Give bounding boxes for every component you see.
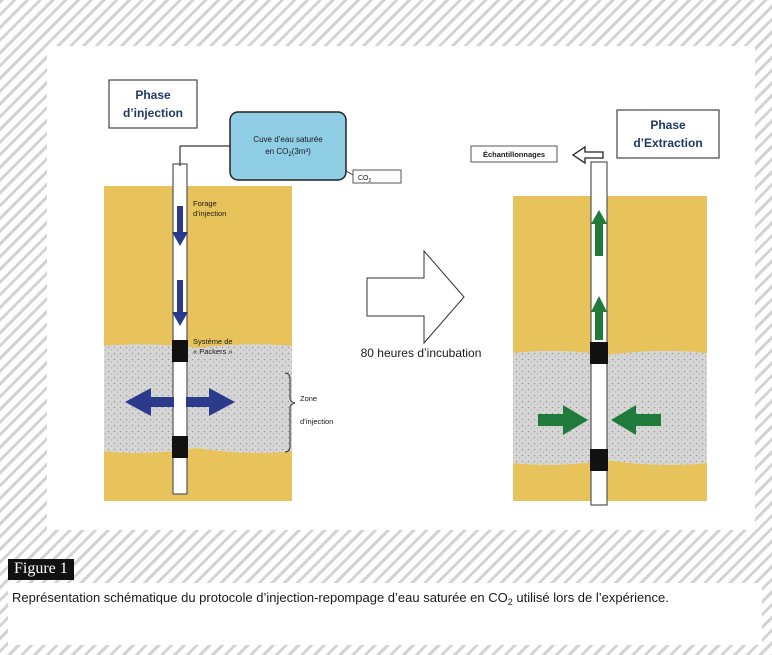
right-gravel-zone (513, 350, 707, 465)
left-title-box (108, 79, 198, 129)
figure-label: Figure 1 (8, 559, 74, 580)
right-sand-upper (513, 196, 707, 358)
right-packer-top (590, 342, 608, 364)
down-arrow-1 (172, 206, 188, 246)
left-well: Cuve d’eau saturée en CO2(3m³) CO2 Phase… (104, 79, 402, 501)
up-arrow-2 (591, 296, 607, 340)
right-sand-lower (513, 460, 707, 501)
down-arrow-2 (172, 280, 188, 326)
arrow-out-left (125, 388, 174, 416)
figure-caption: Représentation schématique du protocole … (12, 589, 752, 611)
co2-tag-box (352, 169, 402, 184)
arrow-in-right (611, 405, 661, 435)
figure-panel: Cuve d’eau saturée en CO2(3m³) CO2 Phase… (47, 46, 755, 530)
forage-label-1: Forage (193, 199, 217, 208)
zone-label-2: d’injection (300, 417, 333, 426)
left-sand-lower (104, 448, 292, 501)
sampling-box (470, 145, 558, 163)
left-title-2: d’injection (123, 106, 183, 120)
right-title-2: d’Extraction (633, 136, 702, 150)
sampling-label: Échantillonnages (483, 150, 545, 159)
packers-label-2: « Packers » (193, 347, 233, 356)
incubation-arrow (366, 249, 465, 345)
arrow-out-right (186, 388, 235, 416)
co2-tag: CO2 (358, 175, 372, 184)
tank-label-1: Cuve d’eau saturée (253, 135, 323, 144)
diagram: Cuve d’eau saturée en CO2(3m³) CO2 Phase… (104, 79, 720, 506)
left-title-1: Phase (135, 88, 171, 102)
incubation-label: 80 heures d’incubation (361, 346, 482, 360)
caption-text-end: utilisé lors de l’expérience. (512, 590, 669, 605)
left-sand-upper (104, 186, 292, 352)
up-arrow-1 (591, 210, 607, 256)
right-packer-bottom (590, 449, 608, 471)
right-well: Échantillonnages Phase d’Extraction (470, 109, 720, 506)
right-title-box (616, 109, 720, 159)
sampling-arrow (571, 145, 604, 165)
packer-bottom (172, 436, 188, 458)
right-title-1: Phase (650, 118, 686, 132)
arrow-in-left (538, 405, 588, 435)
co2-tank (229, 111, 347, 181)
caption-block: Représentation schématique du protocole … (8, 583, 762, 645)
caption-text: Représentation schématique du protocole … (12, 590, 508, 605)
forage-label-2: d’injection (193, 209, 226, 218)
caption-subscript: 2 (507, 597, 513, 607)
tank-label-2: en CO2(3m³) (265, 147, 311, 158)
zone-label-1: Zone (300, 394, 317, 403)
zone-bracket (284, 372, 296, 453)
packer-top (172, 340, 188, 362)
packers-label-1: Système de (193, 337, 233, 346)
